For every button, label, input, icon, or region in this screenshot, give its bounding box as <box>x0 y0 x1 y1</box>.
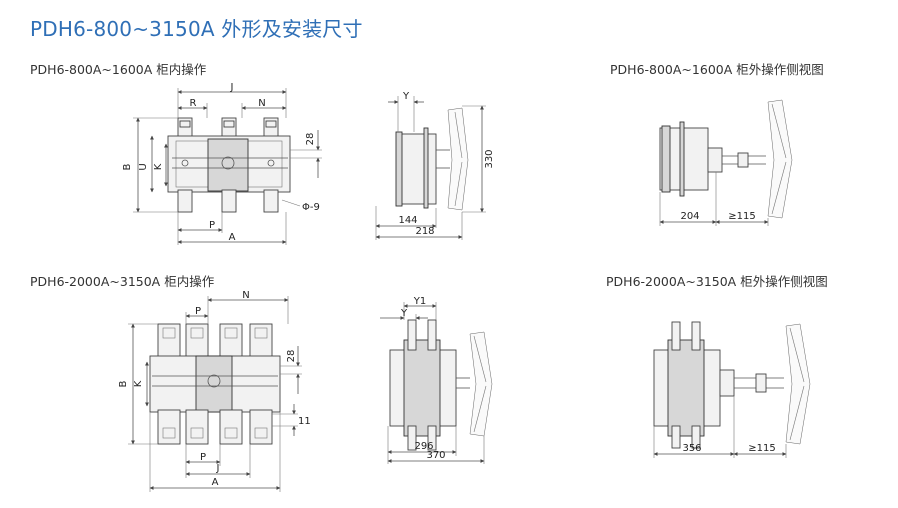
dim-l-Y: Y <box>400 308 408 319</box>
dim-s-330: 330 <box>484 149 495 168</box>
large-out-handle <box>785 323 811 445</box>
large-top-terminals <box>157 323 273 359</box>
small-outside-view: 204 ≥115 <box>659 99 793 226</box>
dim-s-218: 218 <box>415 226 434 237</box>
dim-s-J: J <box>230 82 234 93</box>
dim-s-A: A <box>229 232 236 243</box>
section-title-small-inside: PDH6-800A~1600A 柜内操作 <box>30 62 207 77</box>
large-side-handle <box>469 331 493 437</box>
dim-l-115: ≥115 <box>748 443 775 454</box>
small-side-view: Y 330 144 218 <box>375 91 495 240</box>
dim-l-J: J <box>216 463 220 474</box>
dim-l-A: A <box>212 477 219 488</box>
small-side-body <box>397 133 437 205</box>
dim-s-204: 204 <box>680 211 699 222</box>
dim-l-P2: P <box>200 452 206 463</box>
section-title-large-inside: PDH6-2000A~3150A 柜内操作 <box>30 274 215 289</box>
small-side-handle <box>447 107 469 211</box>
dim-s-P: P <box>209 220 215 231</box>
dim-l-356: 356 <box>682 443 701 454</box>
dim-s-N: N <box>258 98 265 109</box>
small-out-handle <box>767 99 793 219</box>
large-bottom-terminals <box>157 409 273 445</box>
dim-s-28: 28 <box>305 133 316 146</box>
dim-l-370: 370 <box>426 450 445 461</box>
small-bottom-terminals <box>177 189 279 213</box>
page-title: PDH6-800~3150A 外形及安装尺寸 <box>30 17 363 41</box>
section-title-small-outside: PDH6-800A~1600A 柜外操作侧视图 <box>610 62 824 77</box>
large-outside-view: 356 ≥115 <box>653 321 811 458</box>
dim-s-Y: Y <box>402 91 410 102</box>
section-title-large-outside: PDH6-2000A~3150A 柜外操作侧视图 <box>606 274 828 289</box>
large-mechanism <box>195 355 233 413</box>
dim-s-U: U <box>138 163 149 170</box>
large-front-view: N P B K 28 11 P J A <box>118 290 311 492</box>
small-mechanism <box>207 138 249 192</box>
dim-l-P: P <box>195 306 201 317</box>
large-side-view: Y1 Y 296 370 <box>380 296 493 464</box>
dim-l-N: N <box>242 290 249 301</box>
dim-l-28: 28 <box>286 350 297 363</box>
dim-s-115: ≥115 <box>728 211 755 222</box>
dim-l-Y1: Y1 <box>413 296 426 307</box>
small-front-view: J R N B U K 28 Φ-9 P A <box>122 82 322 245</box>
dim-s-hole: Φ-9 <box>302 202 320 213</box>
dim-s-R: R <box>190 98 197 109</box>
dim-s-K: K <box>153 163 164 170</box>
dim-l-11: 11 <box>298 416 311 427</box>
small-shaft-circle <box>221 156 235 170</box>
dim-l-296: 296 <box>414 441 433 452</box>
dim-s-B: B <box>122 163 133 170</box>
dim-l-B: B <box>118 380 129 387</box>
dim-s-144: 144 <box>398 215 417 226</box>
dim-l-K: K <box>133 380 144 387</box>
